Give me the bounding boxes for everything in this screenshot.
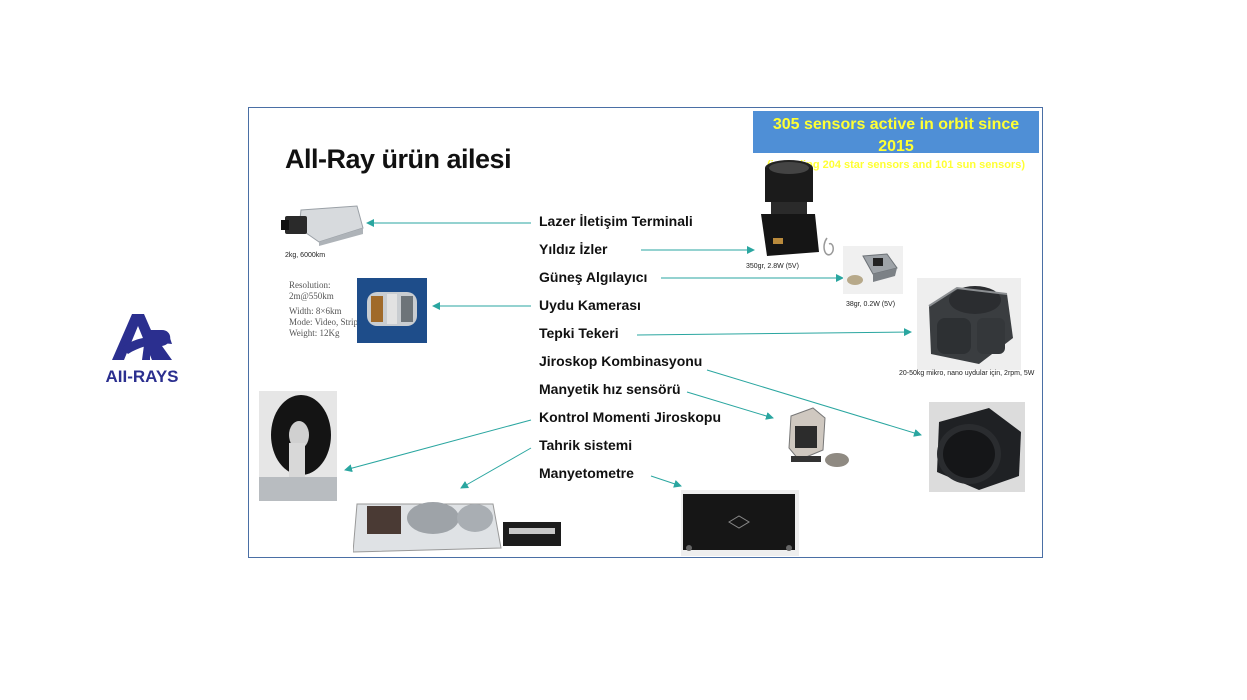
orbit-banner: 305 sensors active in orbit since 2015 (… bbox=[753, 111, 1039, 171]
magnetometer-image bbox=[681, 490, 799, 556]
arrow-gyro bbox=[706, 369, 922, 437]
label-reaction-wheel: Tepki Tekeri bbox=[539, 325, 619, 341]
magnetic-rate-sensor-image bbox=[788, 407, 849, 467]
slide-title: All-Ray ürün ailesi bbox=[285, 144, 512, 174]
reaction-wheel-caption: 20-50kg mikro, nano uydular için, 2rpm, … bbox=[899, 370, 1035, 377]
camera-resolution-value: 2m@550km bbox=[289, 291, 334, 301]
arrow-magnetometer bbox=[650, 475, 682, 488]
label-star-tracker: Yıldız İzler bbox=[539, 241, 608, 257]
laser-terminal-image bbox=[281, 205, 364, 246]
satellite-camera-image bbox=[357, 278, 427, 343]
label-propulsion-system: Tahrik sistemi bbox=[539, 437, 633, 453]
arrow-cmg bbox=[344, 419, 532, 473]
star-tracker-caption: 350gr, 2.8W (5V) bbox=[746, 263, 799, 270]
connector-arrows bbox=[344, 219, 922, 489]
logo-emblem-icon: AII-RAYS bbox=[105, 314, 179, 386]
star-tracker-image bbox=[761, 160, 834, 256]
banner-headline: 305 sensors active in orbit since 2015 bbox=[772, 116, 1020, 155]
control-moment-gyro-image bbox=[259, 391, 337, 501]
label-magnetic-rate-sensor: Manyetik hız sensörü bbox=[539, 381, 681, 397]
sun-sensor-caption: 38gr, 0.2W (5V) bbox=[846, 301, 896, 308]
label-magnetometer: Manyetometre bbox=[539, 465, 634, 481]
propulsion-system-image bbox=[353, 502, 561, 553]
logo-text: AII-RAYS bbox=[105, 367, 178, 386]
camera-weight: Weight: 12Kg bbox=[289, 328, 340, 338]
label-gyro-combination: Jiroskop Kombinasyonu bbox=[539, 353, 703, 369]
product-family-slide: 305 sensors active in orbit since 2015 (… bbox=[248, 107, 1043, 558]
label-satellite-camera: Uydu Kamerası bbox=[539, 297, 641, 313]
label-laser-terminal: Lazer İletişim Terminali bbox=[539, 213, 693, 229]
banner-subline: (including 204 star sensors and 101 sun … bbox=[767, 159, 1025, 171]
reaction-wheel-image bbox=[917, 278, 1021, 370]
arrow-propulsion bbox=[460, 447, 532, 489]
label-control-moment-gyro: Kontrol Momenti Jiroskopu bbox=[539, 409, 721, 425]
camera-mode: Mode: Video, Strip bbox=[289, 317, 359, 327]
label-sun-sensor: Güneş Algılayıcı bbox=[539, 269, 648, 285]
arrow-magnetic bbox=[686, 391, 774, 420]
arrow-wheel bbox=[636, 328, 912, 337]
camera-resolution-label: Resolution: bbox=[289, 280, 331, 290]
sun-sensor-image bbox=[843, 246, 903, 294]
camera-spec: Resolution: 2m@550km Width: 8×6km Mode: … bbox=[289, 280, 358, 339]
laser-caption: 2kg, 6000km bbox=[285, 252, 326, 259]
camera-width: Width: 8×6km bbox=[289, 306, 342, 316]
gyro-combination-image bbox=[929, 402, 1025, 492]
all-rays-logo: AII-RAYS bbox=[92, 308, 192, 388]
